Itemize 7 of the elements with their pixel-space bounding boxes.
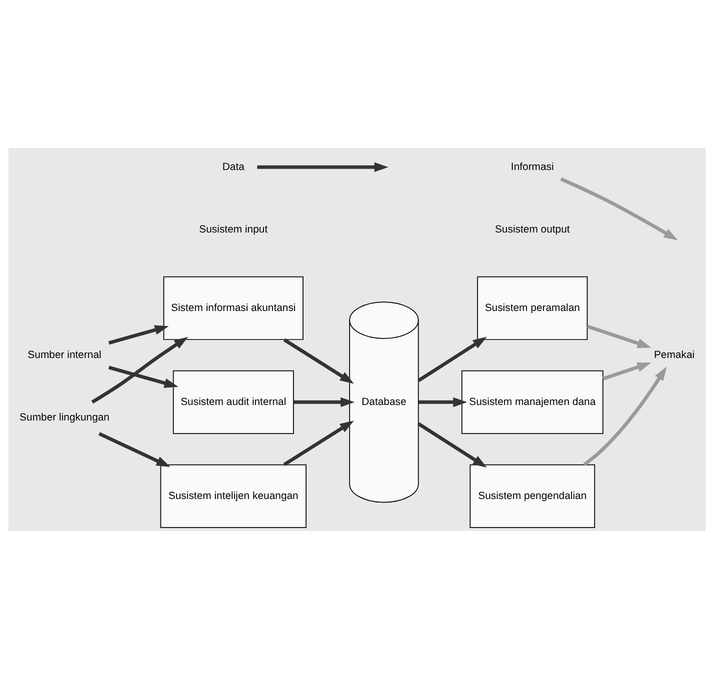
node-text: Pemakai [654,350,695,361]
node-text: Sumber internal [28,350,102,361]
node-text: Sumber lingkungan [20,412,110,424]
label: Susistem input [199,224,268,236]
label: Susistem output [494,224,570,236]
legend-label: Data [222,162,244,173]
legend-label: Informasi [510,162,554,173]
